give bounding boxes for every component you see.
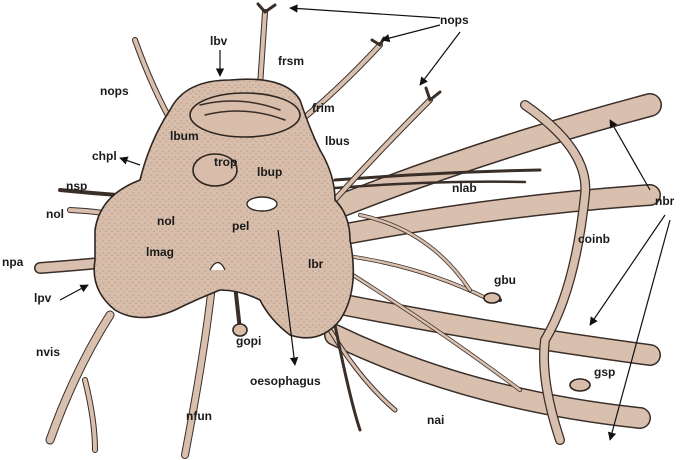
label-nvis: nvis xyxy=(36,345,60,359)
label-nsp: nsp xyxy=(66,179,87,193)
label-npa: npa xyxy=(2,255,24,269)
label-lpv: lpv xyxy=(34,291,52,305)
label-pel: pel xyxy=(232,219,249,233)
label-lbum: lbum xyxy=(170,129,199,143)
label-coinb: coinb xyxy=(578,232,610,246)
label-lbv: lbv xyxy=(210,34,228,48)
label-oesophagus: oesophagus xyxy=(250,374,321,388)
label-nfun: nfun xyxy=(186,409,212,423)
labels: nops nops lbv frsm frim lbum lbus chpl t… xyxy=(2,13,675,427)
label-nops-left: nops xyxy=(100,84,129,98)
brachial-nerves xyxy=(318,93,662,429)
lower-nerves xyxy=(45,281,398,459)
label-frim: frim xyxy=(312,101,335,115)
label-chpl: chpl xyxy=(92,149,117,163)
label-nlab: nlab xyxy=(452,181,477,195)
interbrachial-commissure xyxy=(520,100,591,445)
label-frsm: frsm xyxy=(278,54,304,68)
label-lbr: lbr xyxy=(308,257,324,271)
label-nbr: nbr xyxy=(655,194,675,208)
ganglia xyxy=(232,292,591,392)
label-nol-inner: nol xyxy=(157,214,175,228)
label-trop: trop xyxy=(214,155,237,169)
brain-mass xyxy=(93,78,355,339)
label-gopi: gopi xyxy=(236,334,261,348)
pointer-arrows xyxy=(59,4,671,441)
label-nops-top: nops xyxy=(440,13,469,27)
label-gsp: gsp xyxy=(594,365,615,379)
label-lbup: lbup xyxy=(257,165,282,179)
label-nol-outer: nol xyxy=(46,207,64,221)
label-gbu: gbu xyxy=(494,273,516,287)
fine-nerves xyxy=(333,168,542,392)
label-nai: nai xyxy=(427,413,444,427)
label-lbus: lbus xyxy=(325,134,350,148)
label-lmag: lmag xyxy=(146,245,174,259)
